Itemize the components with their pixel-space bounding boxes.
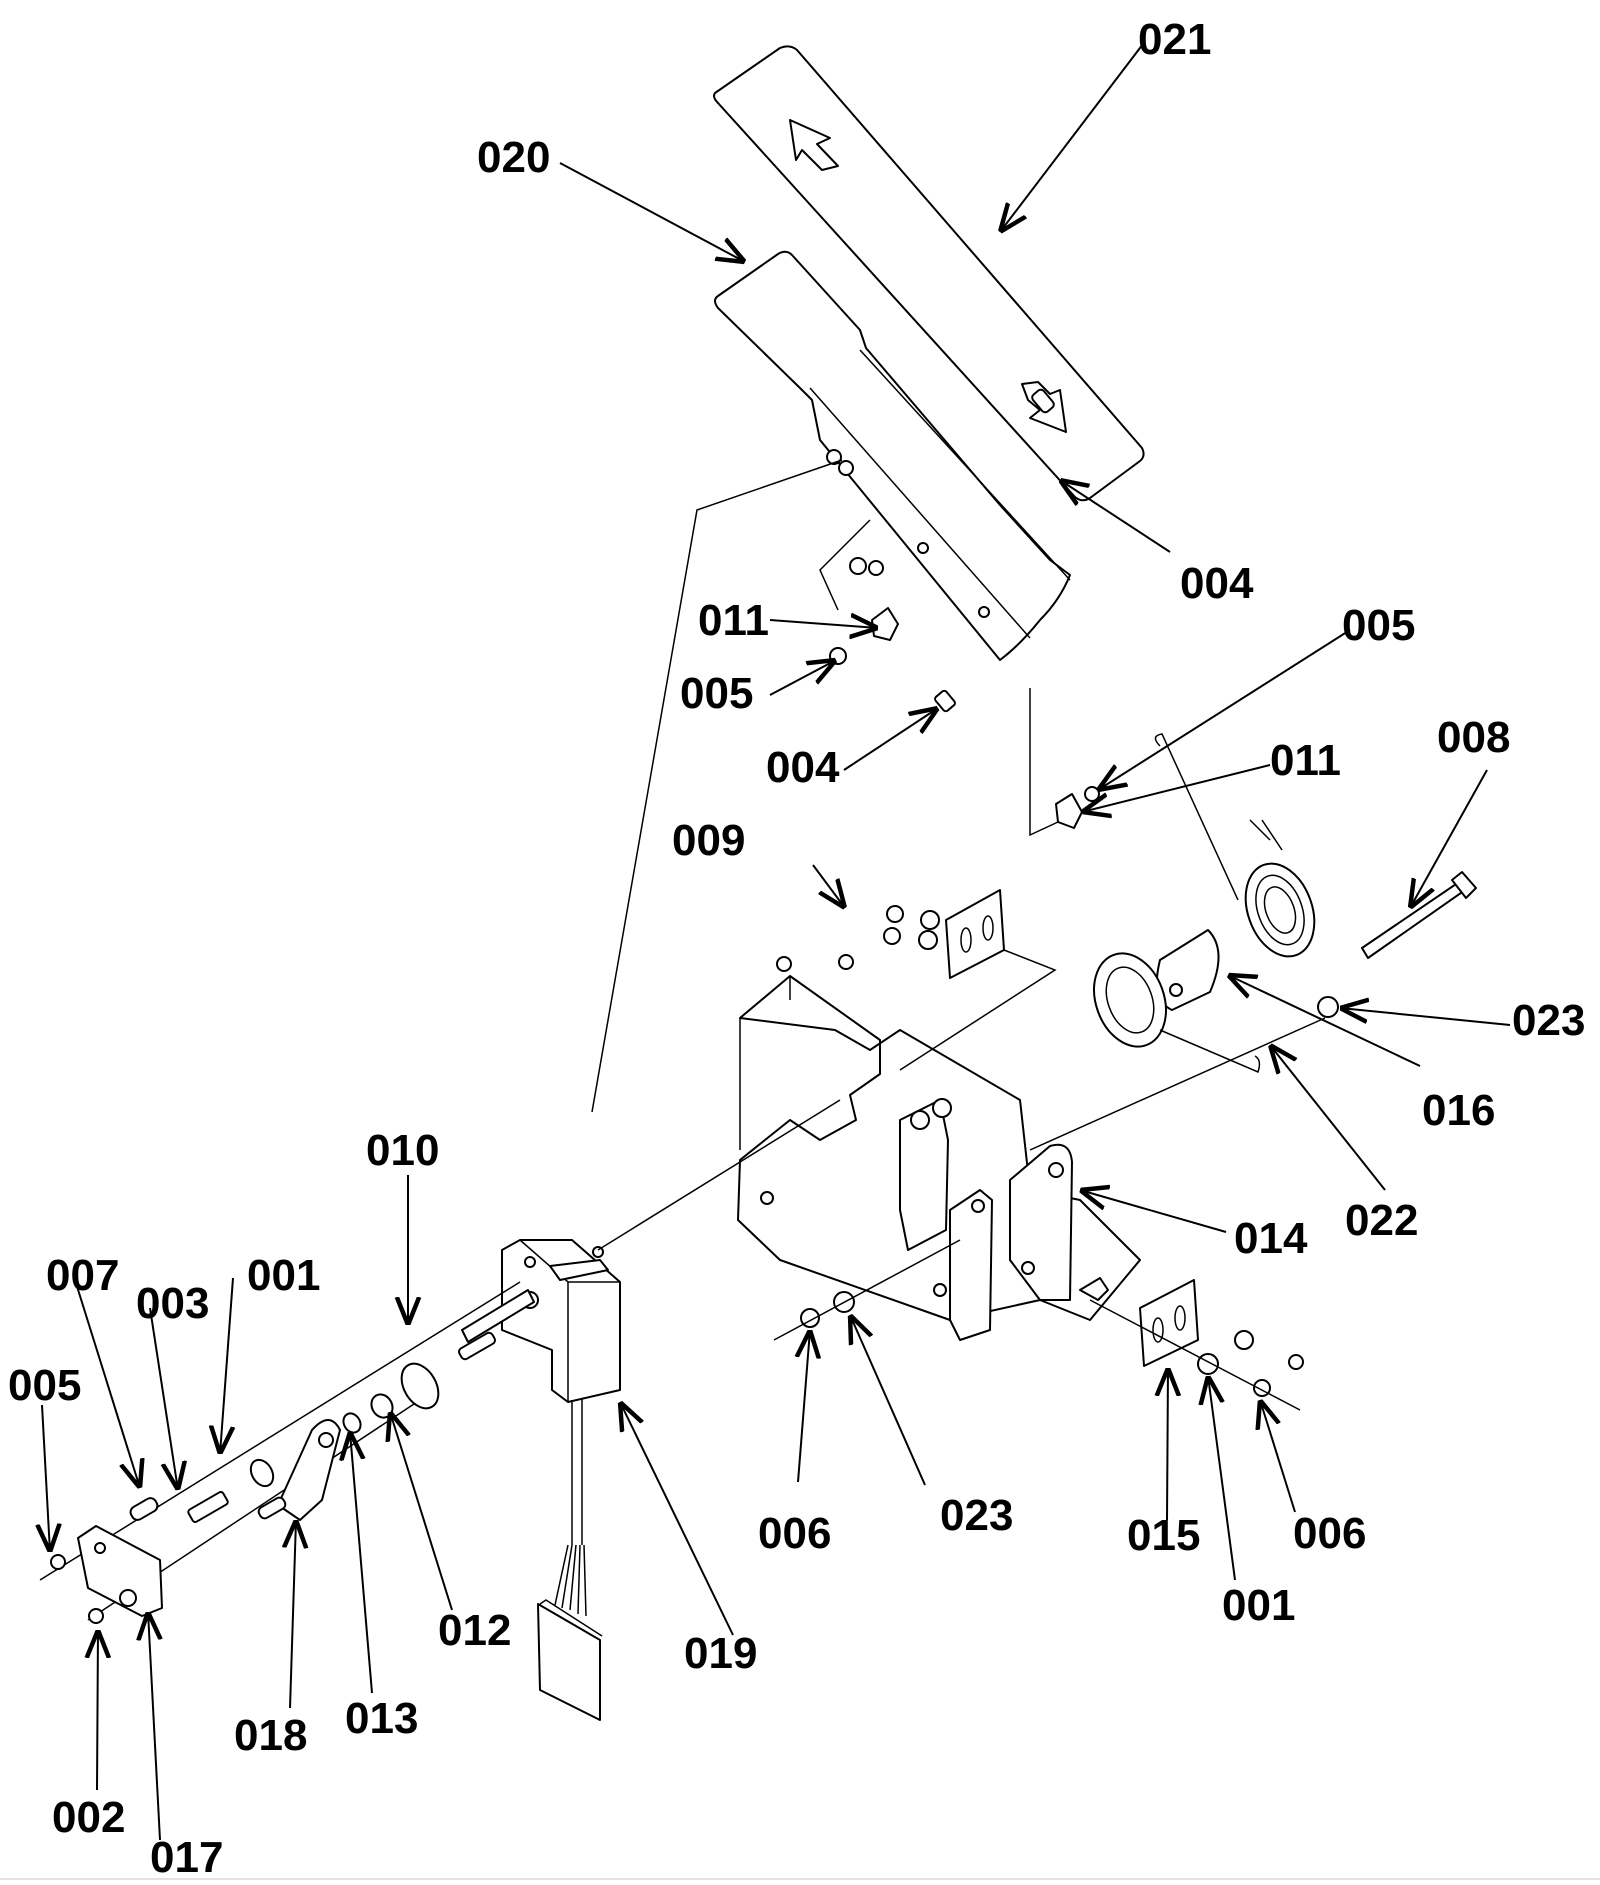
callout-label: 005 xyxy=(680,669,753,718)
callout-label: 012 xyxy=(438,1606,511,1655)
callout-label: 001 xyxy=(247,1251,320,1300)
callout-label: 016 xyxy=(1422,1086,1495,1135)
callout-label: 002 xyxy=(52,1793,125,1842)
springs-and-bolt xyxy=(1029,733,1477,1151)
callout-label: 017 xyxy=(150,1833,223,1882)
callout-label: 010 xyxy=(366,1126,439,1175)
arrow-up-icon xyxy=(789,119,839,171)
callout-label: 011 xyxy=(698,596,769,645)
callout-label: 006 xyxy=(1293,1509,1366,1558)
callouts: 021 020 004 011 005 005 004 011 008 009 … xyxy=(8,15,1585,1882)
left-linkage xyxy=(39,1281,521,1624)
callout-label: 005 xyxy=(1342,601,1415,650)
callout-label: 011 xyxy=(1270,736,1341,785)
part-020-pedal xyxy=(714,250,1071,661)
callout-label: 014 xyxy=(1234,1214,1308,1263)
callout-label: 004 xyxy=(1180,559,1254,608)
part-014-base-bracket xyxy=(737,889,1304,1411)
callout-label: 021 xyxy=(1138,15,1211,64)
page-bottom-divider xyxy=(0,1878,1600,1880)
callout-label: 018 xyxy=(234,1711,307,1760)
callout-label: 001 xyxy=(1222,1581,1295,1630)
callout-label: 013 xyxy=(345,1694,418,1743)
callout-label: 009 xyxy=(672,816,745,865)
callout-label: 015 xyxy=(1127,1511,1200,1560)
callout-label: 008 xyxy=(1437,713,1510,762)
callout-label: 003 xyxy=(136,1279,209,1328)
callout-label: 006 xyxy=(758,1509,831,1558)
callout-label: 020 xyxy=(477,133,550,182)
part-019-sensor xyxy=(461,459,843,1721)
part-017-lever xyxy=(77,1525,163,1617)
callout-label: 007 xyxy=(46,1251,119,1300)
callout-label: 022 xyxy=(1345,1196,1418,1245)
callout-label: 004 xyxy=(766,743,840,792)
callout-label: 005 xyxy=(8,1361,81,1410)
part-015-plate xyxy=(1139,1279,1199,1367)
callout-label: 023 xyxy=(1512,996,1585,1045)
callout-label: 023 xyxy=(940,1491,1013,1540)
callout-label: 019 xyxy=(684,1629,757,1678)
pedal-hardware xyxy=(819,519,1100,837)
